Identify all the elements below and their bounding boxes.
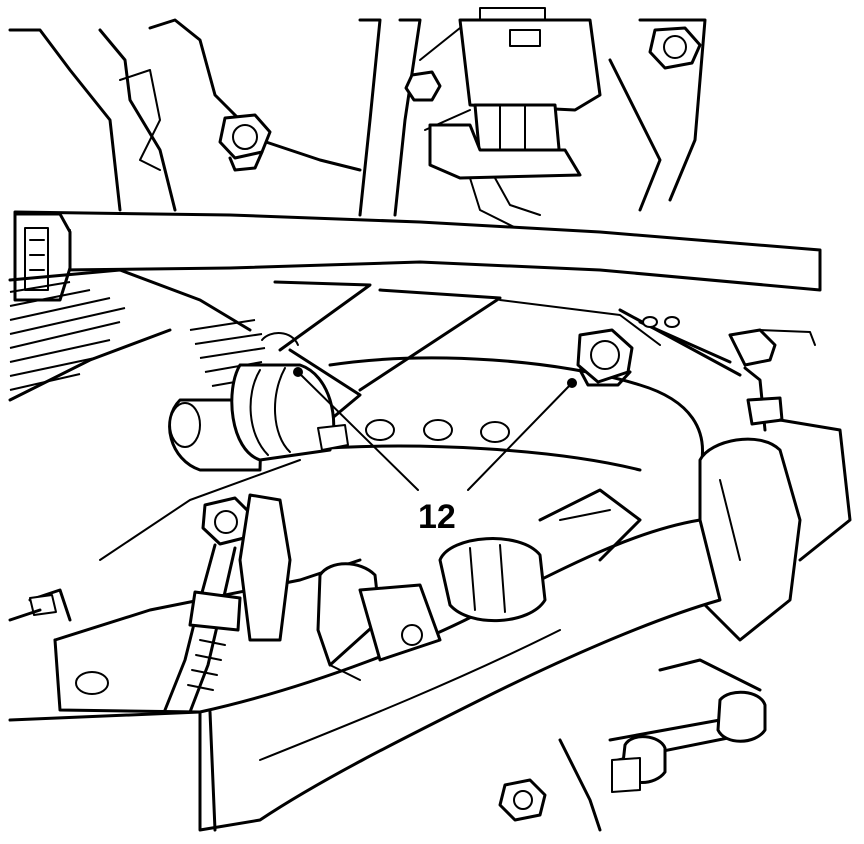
bolt-upper-left (218, 113, 272, 172)
upper-bracket-assembly (8, 18, 707, 217)
bolt-lower-center (498, 778, 547, 822)
bolt-upper-center (404, 70, 442, 102)
callout-12: 12 (293, 367, 577, 536)
cross-pipe (13, 210, 822, 292)
shield-hole (480, 421, 510, 443)
leader-line-right (467, 382, 573, 491)
stud-bolt-left (201, 493, 292, 642)
shield-hole (642, 316, 658, 328)
center-lower-fitting (316, 562, 442, 681)
hose-clamp-12 (230, 332, 349, 462)
bolt-12-right (576, 328, 634, 387)
shield-hole (664, 316, 680, 328)
vertical-hose-right (698, 418, 852, 642)
radiator-hatching (9, 281, 266, 391)
center-actuator (438, 488, 642, 623)
shield-hole (365, 419, 395, 441)
hose-clip-right (728, 328, 816, 432)
linkage-rod (558, 658, 767, 832)
shield-hole (423, 419, 453, 441)
electrical-connector (428, 7, 602, 233)
sensor-cable (163, 543, 242, 714)
leader-line-left (297, 371, 419, 491)
callout-label: 12 (418, 498, 456, 536)
lower-left-frame (8, 710, 217, 832)
radiator-section (8, 268, 266, 402)
lower-mount-plate (8, 459, 362, 714)
bolt-upper-right (648, 26, 702, 70)
